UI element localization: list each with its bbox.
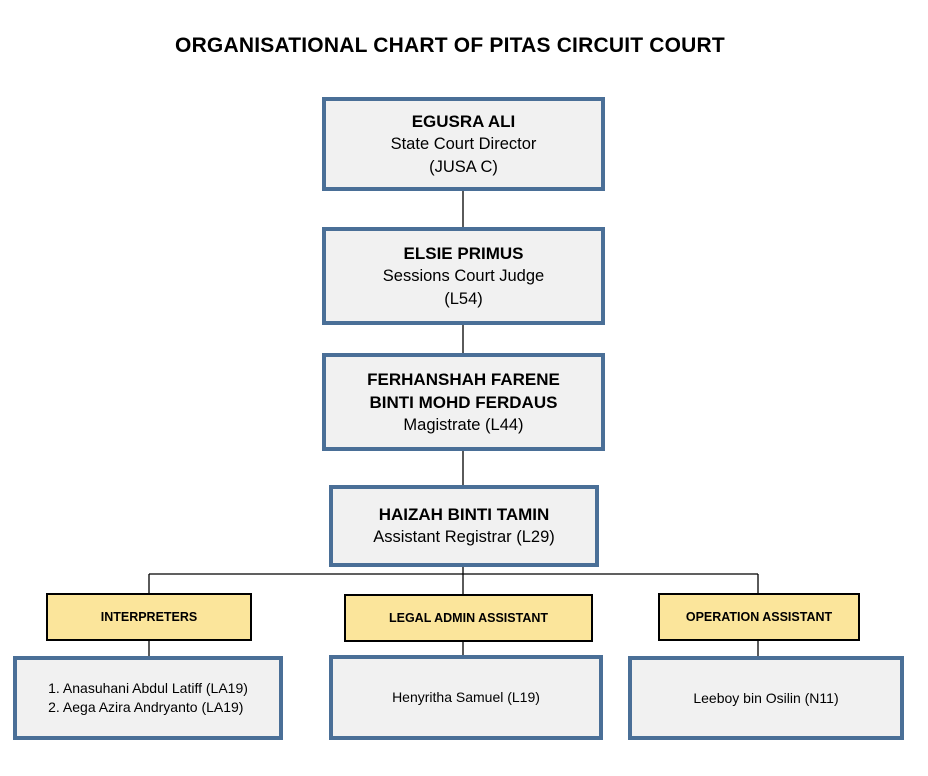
registrar-name: HAIZAH BINTI TAMIN: [378, 505, 550, 524]
staff-item: 1. Anasuhani Abdul Latiff (LA19): [48, 680, 248, 696]
staff-list-interpreters: 1. Anasuhani Abdul Latiff (LA19) 2. Aega…: [48, 679, 248, 717]
staff-item: 2. Aega Azira Andryanto (LA19): [48, 699, 244, 715]
judge-name: ELSIE PRIMUS: [403, 243, 524, 263]
unit-label-operation-assistant: OPERATION ASSISTANT: [658, 593, 860, 641]
staff-box-interpreters: 1. Anasuhani Abdul Latiff (LA19) 2. Aega…: [13, 656, 283, 740]
staff-item: Henyritha Samuel (L19): [392, 689, 540, 705]
staff-box-legal-admin-assistant: Henyritha Samuel (L19): [329, 655, 603, 740]
chart-title: ORGANISATIONAL CHART OF PITAS CIRCUIT CO…: [175, 34, 725, 57]
magistrate-role: Magistrate (L44): [403, 415, 524, 434]
staff-box-operation-assistant: Leeboy bin Osilin (N11): [628, 656, 904, 740]
director-grade: (JUSA C): [429, 157, 498, 176]
registrar-box: HAIZAH BINTI TAMIN Assistant Registrar (…: [329, 485, 599, 567]
judge-box: ELSIE PRIMUS Sessions Court Judge (L54): [322, 227, 605, 325]
unit-label-interpreters: INTERPRETERS: [46, 593, 252, 641]
judge-role: Sessions Court Judge: [382, 266, 545, 285]
staff-item: Leeboy bin Osilin (N11): [693, 689, 839, 706]
director-name: EGUSRA ALI: [411, 111, 516, 131]
magistrate-name-line2: BINTI MOHD FERDAUS: [369, 392, 558, 412]
unit-label-legal-admin-assistant: LEGAL ADMIN ASSISTANT: [344, 594, 593, 642]
registrar-role: Assistant Registrar (L29): [373, 528, 555, 546]
judge-grade: (L54): [444, 289, 483, 308]
magistrate-name-line1: FERHANSHAH FARENE: [367, 369, 560, 389]
director-box: EGUSRA ALI State Court Director (JUSA C): [322, 97, 605, 191]
director-role: State Court Director: [390, 134, 537, 153]
magistrate-box: FERHANSHAH FARENE BINTI MOHD FERDAUS Mag…: [322, 353, 605, 451]
